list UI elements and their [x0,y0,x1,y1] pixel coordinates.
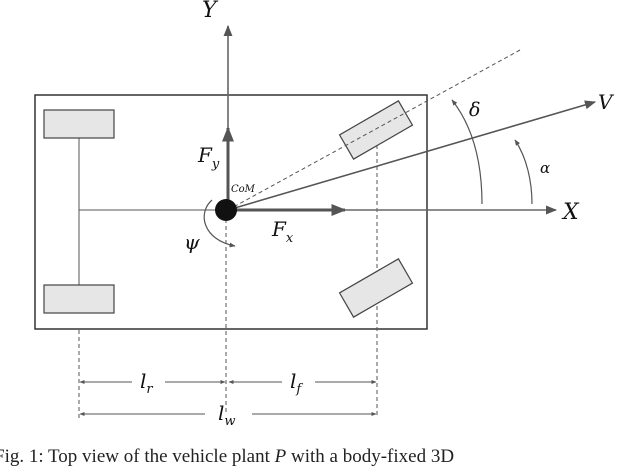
psi-label: ψ [184,230,200,254]
front-left-wheel [338,100,414,160]
velocity-vector [227,100,597,211]
alpha-angle-arc [514,139,533,205]
front-right-wheel [338,258,414,318]
center-of-mass-dot [215,199,237,221]
rear-left-wheel [43,109,115,139]
delta-angle-arc [451,99,483,205]
alpha-label: α [540,159,550,177]
rear-right-wheel [43,284,115,314]
delta-label: δ [469,99,480,121]
figure-caption: Fig. 1: Top view of the vehicle plant P … [0,446,455,466]
velocity-label: V [598,90,615,114]
lw-label: lw [218,401,236,429]
psi-rotation-arc [203,199,236,248]
x-axis-label: X [561,200,580,225]
fx-label: Fx [271,217,294,246]
lr-label: lr [140,369,153,397]
y-axis-label: Y [202,0,219,23]
com-label: CoM [231,184,256,195]
lf-label: lf [290,369,303,397]
vehicle-body [34,94,428,330]
fy-label: Fy [197,143,220,172]
